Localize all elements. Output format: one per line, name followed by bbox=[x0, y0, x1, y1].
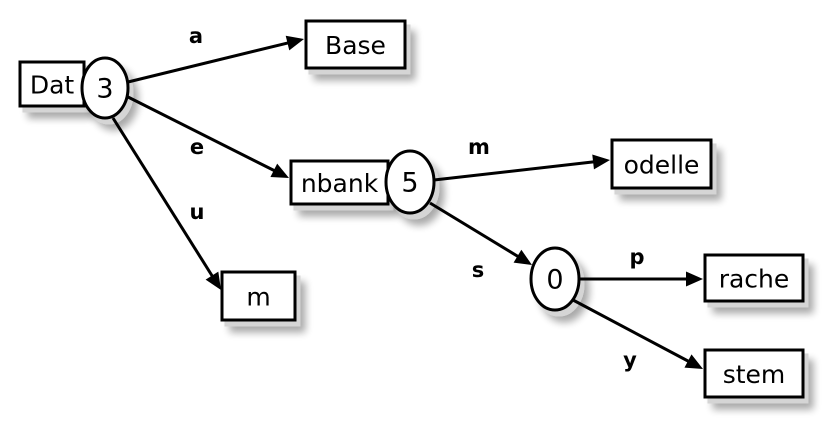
edge-line bbox=[127, 40, 293, 84]
node-ellipse[interactable] bbox=[384, 149, 436, 215]
edge-e bbox=[127, 95, 289, 178]
edge-layer bbox=[111, 35, 703, 369]
edge-line bbox=[429, 201, 523, 260]
node-rache[interactable]: rache bbox=[703, 253, 805, 303]
node-5[interactable]: 5 bbox=[384, 149, 436, 215]
node-label: stem bbox=[723, 360, 786, 389]
node-label: m bbox=[246, 283, 270, 312]
node-label: odelle bbox=[624, 151, 700, 180]
edge-label-u: u bbox=[190, 200, 205, 224]
arrowhead-icon bbox=[684, 354, 703, 369]
arrowhead-icon bbox=[592, 154, 610, 170]
node-3[interactable]: 3 bbox=[80, 56, 130, 120]
node-label: Dat bbox=[30, 71, 75, 100]
edge-label-s: s bbox=[472, 258, 485, 282]
node-label: 0 bbox=[546, 265, 563, 296]
arrowhead-icon bbox=[270, 163, 289, 178]
edge-line bbox=[111, 117, 216, 281]
edge-line bbox=[433, 159, 599, 182]
edge-label-p: p bbox=[629, 245, 644, 269]
node-base[interactable]: Base bbox=[304, 19, 407, 70]
node-ellipse[interactable] bbox=[529, 246, 581, 312]
arrowhead-icon bbox=[513, 249, 532, 265]
node-shadow-layer bbox=[22, 24, 809, 404]
node-label: 5 bbox=[401, 168, 418, 199]
node-0[interactable]: 0 bbox=[529, 246, 581, 312]
edge-u bbox=[111, 117, 221, 290]
node-nbank[interactable]: nbank bbox=[289, 159, 390, 206]
node-rect[interactable] bbox=[703, 348, 805, 399]
node-label: 3 bbox=[96, 74, 113, 105]
node-stem[interactable]: stem bbox=[703, 348, 805, 399]
edge-label-y: y bbox=[623, 348, 637, 372]
edge-p bbox=[579, 271, 703, 287]
node-rect[interactable] bbox=[18, 60, 86, 108]
node-rect[interactable] bbox=[304, 19, 407, 70]
node-rect[interactable] bbox=[703, 253, 805, 303]
edge-a bbox=[127, 35, 304, 84]
arrowhead-icon bbox=[285, 35, 304, 51]
node-layer: Dat 3 Base nbank 5 odelle m 0 rache stem bbox=[18, 19, 805, 399]
node-ellipse[interactable] bbox=[80, 56, 130, 120]
edge-m bbox=[433, 154, 610, 182]
edge-label-layer: a e u m s p y bbox=[189, 24, 645, 372]
node-label: nbank bbox=[301, 169, 379, 198]
edge-line bbox=[572, 298, 693, 365]
edge-label-m: m bbox=[468, 135, 490, 159]
edge-y bbox=[572, 298, 703, 369]
edge-s bbox=[429, 201, 532, 265]
node-odelle[interactable]: odelle bbox=[610, 138, 713, 190]
node-rect[interactable] bbox=[220, 270, 297, 322]
edge-label-e: e bbox=[190, 135, 204, 159]
arrowhead-icon bbox=[686, 271, 703, 287]
edge-line bbox=[127, 95, 279, 174]
node-m[interactable]: m bbox=[220, 270, 297, 322]
node-rect[interactable] bbox=[610, 138, 713, 190]
arrowhead-icon bbox=[205, 271, 221, 290]
node-label: rache bbox=[719, 265, 790, 294]
node-label: Base bbox=[325, 31, 386, 60]
node-dat[interactable]: Dat bbox=[18, 60, 86, 108]
edge-label-a: a bbox=[189, 24, 203, 48]
